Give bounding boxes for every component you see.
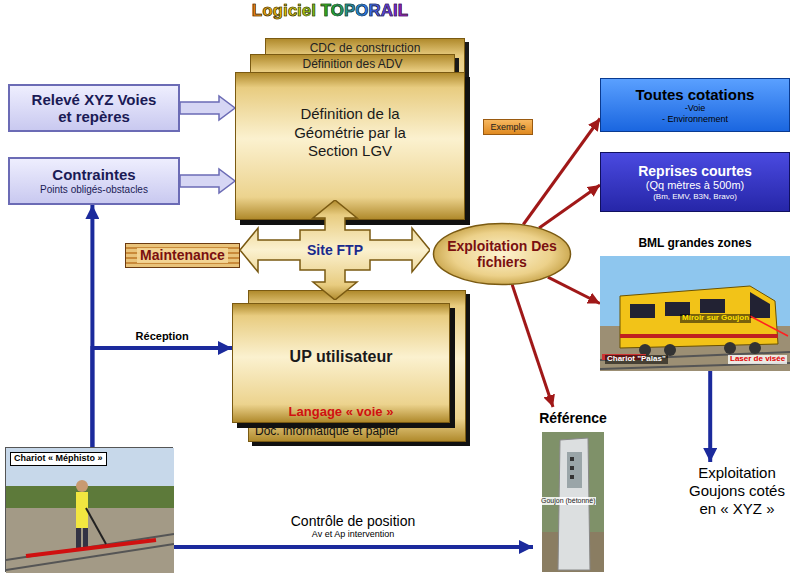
node-text: Site FTP bbox=[307, 242, 363, 258]
node-text: Points obligés-obstacles bbox=[40, 184, 148, 196]
node-text: Langage « voie » bbox=[289, 405, 394, 419]
photo-node: BML grandes zones bbox=[600, 236, 790, 371]
input-box: Relevé XYZ Voies et repères bbox=[8, 84, 180, 132]
maintenance-box: Maintenance bbox=[125, 243, 240, 268]
trolley-photo bbox=[6, 448, 174, 573]
hub-arrow: Site FTP bbox=[240, 200, 430, 300]
node-text: Contraintes bbox=[52, 166, 135, 183]
photo-node: Chariot « Méphisto » bbox=[5, 447, 173, 572]
edge-label: Contrôle de position bbox=[289, 513, 418, 530]
result-text: ExploitationGoujons cotés en « XYZ » bbox=[680, 462, 794, 534]
node-text: - Environnement bbox=[662, 114, 728, 124]
input-arrow bbox=[180, 169, 235, 193]
node-text: (Bm, EMV, B3N, Bravo) bbox=[653, 192, 737, 202]
node-text: Définition des ADV bbox=[302, 57, 402, 71]
node-text: -Voie bbox=[685, 103, 706, 113]
photo-caption: Laser de visée bbox=[728, 355, 787, 364]
input-arrow bbox=[180, 96, 235, 120]
photo-caption: Miroir sur Goujon bbox=[680, 314, 751, 323]
output-box: Toutes cotations-Voie- Environnement bbox=[600, 78, 790, 132]
node-text: Doc. informatique et papier bbox=[255, 425, 399, 439]
connector-arrow bbox=[523, 119, 600, 225]
node-text: Relevé XYZ Voies et repères bbox=[28, 91, 160, 126]
node-text: Reprises courtes bbox=[638, 163, 752, 179]
process-box: UP utilisateurLangage « voie » bbox=[232, 303, 450, 423]
connector-arrow bbox=[173, 545, 533, 549]
photo-caption: Goujon (bétonné) bbox=[540, 497, 596, 505]
photo-caption: Chariot "Palas" bbox=[605, 355, 668, 364]
node-text: Exploitation Des fichiers bbox=[447, 238, 557, 270]
edge-label: Réception bbox=[134, 330, 191, 343]
photo-caption: Av et Ap intervention bbox=[310, 530, 396, 540]
node-text: Exemple bbox=[490, 123, 525, 132]
process-ellipse: Exploitation Des fichiers bbox=[432, 222, 572, 286]
connector-arrow bbox=[708, 371, 712, 462]
process-box: Définition de la Géométrie par la Sectio… bbox=[235, 72, 465, 220]
node-text: Définition de la Géométrie par la Sectio… bbox=[270, 105, 430, 161]
node-text: Goujons cotés en « XYZ » bbox=[680, 482, 794, 518]
connector-arrow bbox=[512, 285, 553, 407]
node-text: Chariot « Méphisto » bbox=[10, 452, 107, 466]
input-box: ContraintesPoints obligés-obstacles bbox=[8, 157, 180, 205]
connector-arrow bbox=[92, 348, 232, 447]
node-text: BML grandes zones bbox=[638, 236, 751, 254]
node-text: Exploitation bbox=[698, 464, 776, 482]
node-text: (Qq mètres à 500m) bbox=[646, 179, 744, 192]
connector-arrow bbox=[539, 185, 600, 228]
diagram-title: Logiciel TOPORAIL bbox=[230, 1, 430, 21]
node-text: Toutes cotations bbox=[636, 86, 755, 103]
example-tag: Exemple bbox=[483, 119, 533, 135]
connector-arrow bbox=[548, 277, 600, 303]
node-text: Référence bbox=[539, 410, 607, 427]
node-text: UP utilisateur bbox=[290, 347, 393, 366]
node-text: Maintenance bbox=[137, 248, 228, 263]
photo-node: Référence bbox=[533, 407, 613, 573]
output-box: Reprises courtes(Qq mètres à 500m)(Bm, E… bbox=[600, 152, 790, 212]
